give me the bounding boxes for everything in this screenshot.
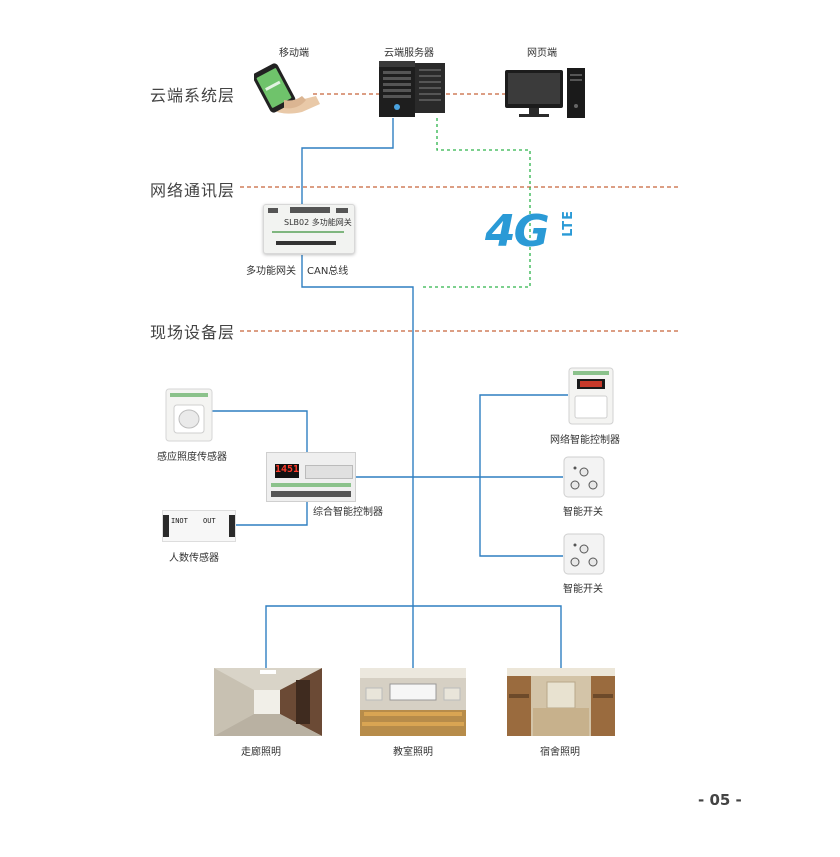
gateway-port xyxy=(336,208,348,213)
people-sensor-label: 人数传感器 xyxy=(169,553,219,564)
mobile-phone-icon xyxy=(254,63,320,114)
people-sensor-to-controller-line xyxy=(236,496,308,526)
main-controller-device: 1451 xyxy=(266,452,356,502)
lighting-branch-line xyxy=(265,605,562,668)
network-layer-label: 网络通讯层 xyxy=(150,181,236,200)
lte-dashed-link xyxy=(420,118,531,288)
web-label: 网页端 xyxy=(527,48,557,59)
corridor-photo xyxy=(214,668,322,736)
corridor-label: 走廊照明 xyxy=(241,747,281,758)
network-controller-label: 网络智能控制器 xyxy=(550,435,620,446)
dorm-photo xyxy=(507,668,615,736)
network-controller-icon xyxy=(568,367,614,425)
lte-4g-text: 4G xyxy=(485,206,550,257)
gateway-device: SLB02 多功能网关 xyxy=(263,204,355,254)
smart-switch-2-label: 智能开关 xyxy=(563,584,603,595)
people-sensor-out-text: OUT xyxy=(203,517,216,525)
sensor-to-controller-line xyxy=(211,410,308,456)
controller-buttons xyxy=(305,465,353,479)
smart-switch-icon xyxy=(563,456,605,498)
desktop-computer-icon xyxy=(505,68,585,118)
server-label: 云端服务器 xyxy=(384,48,434,59)
gateway-slot xyxy=(276,241,336,245)
classroom-label: 教室照明 xyxy=(393,747,433,758)
gateway-port xyxy=(268,208,278,213)
people-sensor-in-text: INOT xyxy=(171,517,188,525)
light-sensor-label: 感应照度传感器 xyxy=(157,452,227,463)
people-sensor-device: INOT OUT xyxy=(162,510,236,542)
server-icon xyxy=(379,61,445,117)
main-controller-label: 综合智能控制器 xyxy=(313,507,383,518)
smart-switch-1-label: 智能开关 xyxy=(563,507,603,518)
server-to-gateway-line xyxy=(301,118,394,204)
dorm-label: 宿舍照明 xyxy=(540,747,580,758)
gateway-terminal xyxy=(290,207,330,213)
controller-stripe xyxy=(271,483,351,487)
controller-terminal-row xyxy=(271,491,351,497)
sensor-bar-left xyxy=(163,515,169,537)
gateway-label: 多功能网关 xyxy=(246,266,296,277)
field-layer-label: 现场设备层 xyxy=(150,323,236,342)
lte-label-text: LTE xyxy=(561,210,576,237)
mobile-label: 移动端 xyxy=(279,48,309,59)
controller-display: 1451 xyxy=(275,464,299,478)
cloud-layer-label: 云端系统层 xyxy=(150,86,236,105)
gateway-model-text: SLB02 多功能网关 xyxy=(284,218,352,227)
can-bus-label: CAN总线 xyxy=(307,266,349,277)
sensor-bar-right xyxy=(229,515,235,537)
gateway-stripe xyxy=(272,231,344,233)
page-number: - 05 - xyxy=(698,791,742,809)
right-branch-line xyxy=(479,394,568,557)
classroom-photo xyxy=(360,668,466,736)
smart-switch-icon xyxy=(563,533,605,575)
light-sensor-icon xyxy=(165,388,213,442)
